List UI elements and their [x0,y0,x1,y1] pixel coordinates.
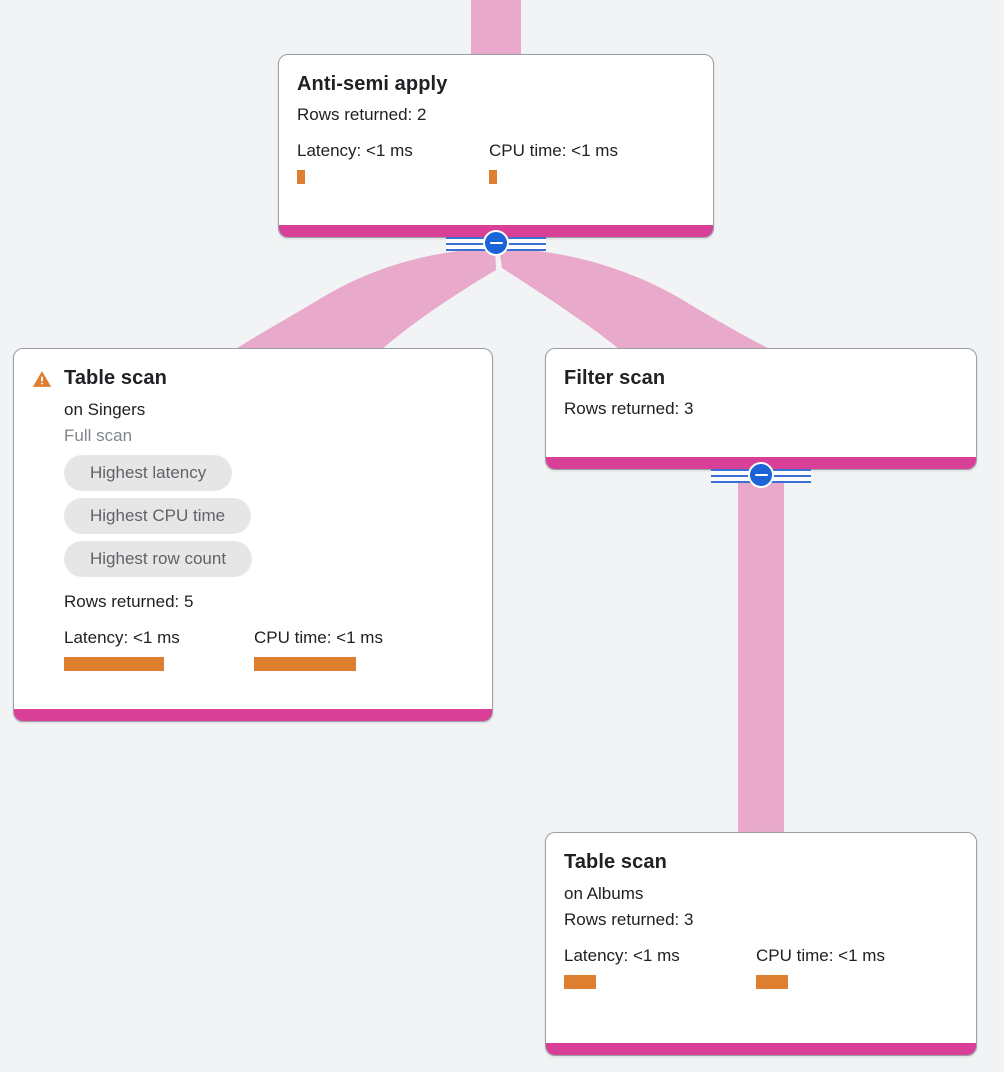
minus-circle-icon[interactable] [748,462,774,488]
metrics-row: Latency: <1 ms CPU time: <1 ms [64,627,474,671]
node-body: Table scan on Singers Full scan Highest … [14,349,492,681]
node-header: Table scan [32,365,474,391]
metric-latency: Latency: <1 ms [297,140,489,184]
expander-filter-scan[interactable] [711,462,811,488]
edge-anti-semi-to-filter-scan [499,248,775,358]
rows-returned: Rows returned: 3 [564,910,694,929]
rows-returned: Rows returned: 3 [564,399,694,418]
chip-row: Highest row count [64,541,474,584]
chip-list: Highest latency Highest CPU time Highest… [64,455,474,584]
chip-row: Highest latency [64,455,474,498]
node-details: on Singers Full scan Highest latency Hig… [32,397,474,671]
node-table-scan-albums[interactable]: Table scan on Albums Rows returned: 3 La… [545,832,977,1056]
node-table-scan-singers[interactable]: Table scan on Singers Full scan Highest … [13,348,493,722]
chip-highest-row-count[interactable]: Highest row count [64,541,253,577]
edge-root-inbound [471,0,521,54]
metric-cpu-time-bar [254,657,356,671]
node-header: Anti-semi apply [297,71,695,97]
rows-returned: Rows returned: 5 [64,592,194,611]
metric-latency-bar [64,657,164,671]
expander-anti-semi-apply[interactable] [446,230,546,256]
metric-cpu-time-label: CPU time: <1 ms [254,628,383,647]
metric-cpu-time: CPU time: <1 ms [756,945,885,989]
metrics-row: Latency: <1 ms CPU time: <1 ms [564,945,958,989]
node-title: Filter scan [564,367,666,389]
metric-cpu-time-label: CPU time: <1 ms [489,141,618,160]
node-subtitle: on Albums [564,884,644,903]
node-accent-bar [546,1043,976,1055]
edge-filter-scan-to-table-scan-albums [738,472,784,838]
node-accent-bar [14,709,492,721]
node-header: Filter scan [564,365,958,391]
metric-latency-bar [564,975,596,989]
metric-cpu-time: CPU time: <1 ms [254,627,383,671]
metrics-row: Latency: <1 ms CPU time: <1 ms [297,140,695,184]
metric-latency: Latency: <1 ms [564,945,756,989]
chip-highest-latency[interactable]: Highest latency [64,455,233,491]
chip-row: Highest CPU time [64,498,474,541]
node-anti-semi-apply[interactable]: Anti-semi apply Rows returned: 2 Latency… [278,54,714,238]
node-scan-type: Full scan [64,426,133,445]
edge-anti-semi-to-table-scan-singers-fill [230,248,496,358]
metric-latency-label: Latency: <1 ms [564,946,680,965]
node-header: Table scan [564,849,958,875]
node-title: Table scan [564,851,667,873]
node-title: Anti-semi apply [297,73,448,95]
node-filter-scan[interactable]: Filter scan Rows returned: 3 [545,348,977,470]
warning-triangle-icon [32,371,52,387]
node-body: Table scan on Albums Rows returned: 3 La… [546,833,976,999]
metric-latency-bar [297,170,305,184]
node-body: Anti-semi apply Rows returned: 2 Latency… [279,55,713,194]
metric-cpu-time: CPU time: <1 ms [489,140,618,184]
metric-cpu-time-bar [756,975,788,989]
metric-cpu-time-label: CPU time: <1 ms [756,946,885,965]
node-body: Filter scan Rows returned: 3 [546,349,976,432]
node-title: Table scan [64,367,167,389]
metric-latency: Latency: <1 ms [64,627,254,671]
chip-highest-cpu-time[interactable]: Highest CPU time [64,498,252,534]
rows-returned: Rows returned: 2 [297,105,427,124]
minus-circle-icon[interactable] [483,230,509,256]
node-subtitle: on Singers [64,400,146,419]
edge-anti-semi-to-table-scan-singers [232,248,497,352]
metric-latency-label: Latency: <1 ms [297,141,413,160]
metric-cpu-time-bar [489,170,497,184]
metric-latency-label: Latency: <1 ms [64,628,180,647]
